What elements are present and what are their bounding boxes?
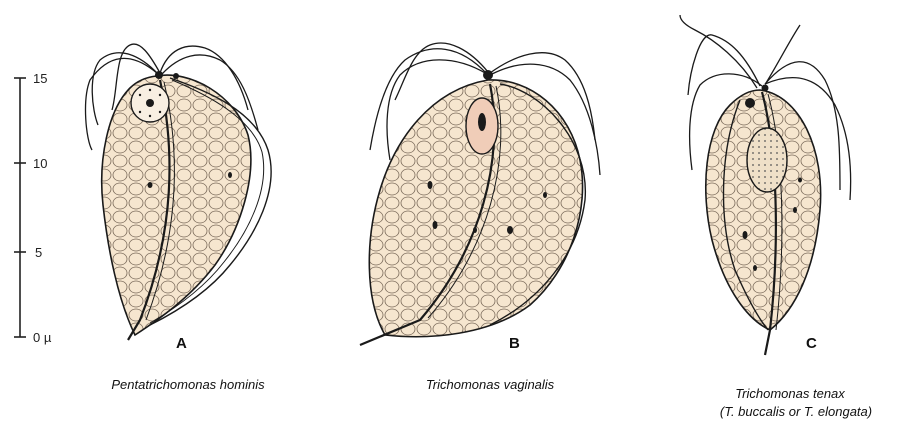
organism-b-drawing (360, 43, 600, 345)
scale-tick-5: 5 (35, 245, 42, 260)
organism-a-blepharoplast (155, 71, 163, 79)
scale-tick-15: 15 (33, 71, 47, 86)
caption-a: Pentatrichomonas hominis (88, 377, 288, 392)
organism-b-blepharoplast (483, 70, 493, 80)
organism-c-body (706, 90, 821, 330)
caption-c: Trichomonas tenax (700, 386, 880, 401)
caption-c-synonym: (T. buccalis or T. elongata) (690, 404, 902, 419)
organism-a-drawing (86, 44, 272, 340)
organism-c-nucleus (747, 128, 787, 192)
scale-tick-10: 10 (33, 156, 47, 171)
scale-bar (14, 78, 26, 337)
label-a: A (176, 335, 187, 352)
scale-tick-0: 0 µ (33, 330, 52, 345)
caption-b: Trichomonas vaginalis (400, 377, 580, 392)
label-c: C (806, 335, 817, 352)
organism-c-drawing (680, 15, 851, 355)
label-b: B (509, 335, 520, 352)
organism-c-blepharoplast (745, 98, 755, 108)
organism-a-body (102, 75, 251, 335)
